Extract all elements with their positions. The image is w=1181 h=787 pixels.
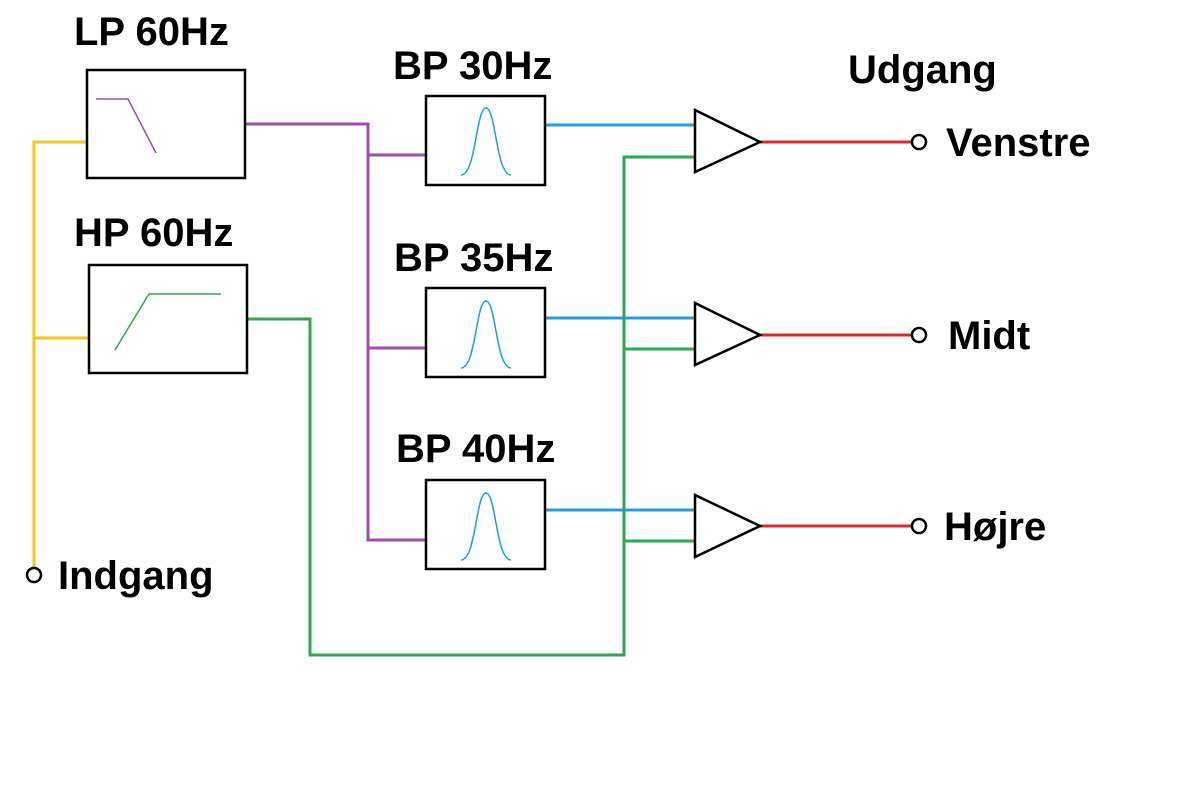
bp35-filter-box (424, 286, 547, 379)
bp30-filter-box (424, 94, 547, 187)
output-wires (760, 140, 912, 528)
amplifier-triangle (693, 493, 763, 559)
bandpass-response-icon (460, 107, 512, 176)
bandpass-wires (546, 123, 695, 512)
bp35-filter-label: BP 35Hz (394, 236, 554, 280)
lowpass-wires (246, 122, 426, 542)
bandpass-response-icon (460, 492, 512, 561)
bandpass-response-icon (460, 300, 512, 369)
terminals (25, 133, 928, 584)
bp30-filter-label: BP 30Hz (393, 44, 553, 88)
filter-boxes (85, 68, 547, 571)
hp-filter-label: HP 60Hz (74, 211, 234, 255)
amplifier-triangle (693, 300, 763, 367)
highpass-response-icon (114, 293, 221, 351)
highpass-bus (248, 155, 695, 657)
output-label-right: Højre (944, 505, 1047, 549)
input-wire (32, 140, 86, 568)
lowpass-response-icon (96, 98, 157, 154)
output-terminal-right (910, 517, 928, 535)
lp-filter-box (85, 68, 247, 180)
bp40-filter-label: BP 40Hz (396, 427, 556, 471)
output-terminal-mid (910, 326, 928, 344)
input-wires (32, 140, 88, 568)
lowpass-bus (246, 122, 426, 542)
highpass-wires (248, 155, 695, 657)
output-heading: Udgang (848, 48, 997, 92)
output-label-left: Venstre (946, 121, 1091, 165)
input-terminal (25, 566, 43, 584)
amplifier-triangle (693, 107, 763, 174)
input-label: Indgang (58, 554, 214, 598)
amplifiers (693, 107, 763, 559)
lp-filter-label: LP 60Hz (74, 10, 229, 54)
output-label-mid: Midt (948, 314, 1031, 358)
output-terminal-left (910, 133, 928, 151)
bp40-filter-box (424, 478, 547, 571)
hp-filter-box (87, 263, 249, 375)
